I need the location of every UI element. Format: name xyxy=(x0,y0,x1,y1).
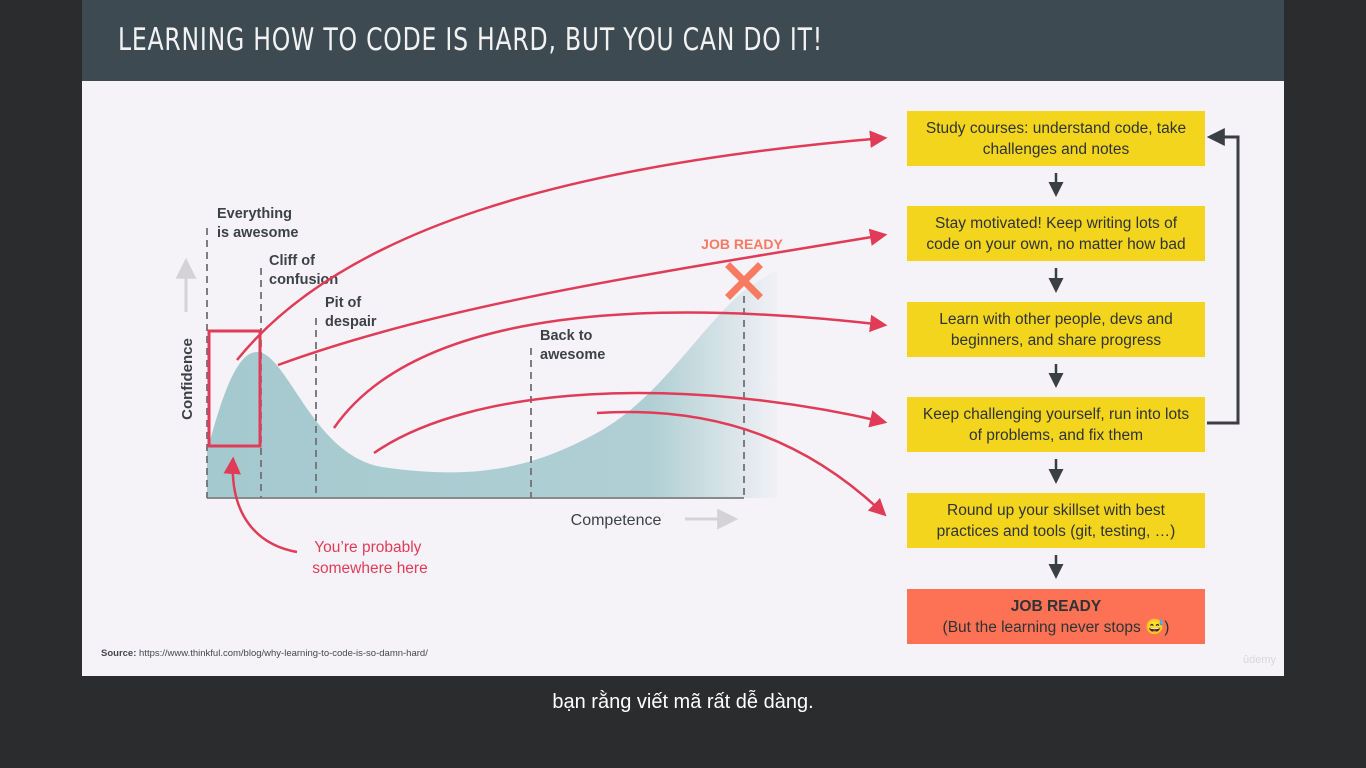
stage-text: beginners, and share progress xyxy=(950,331,1162,349)
loop-back-arrow xyxy=(1206,128,1240,425)
phase-label-everything-awesome: Everything is awesome xyxy=(217,206,298,241)
confidence-curve xyxy=(207,270,777,498)
stage-text: Study courses: understand code, take xyxy=(925,119,1187,137)
job-ready-subtitle: (But the learning never stops 😅) xyxy=(942,618,1170,636)
you-are-here-label: You’re probably somewhere here xyxy=(312,539,427,577)
stage-learn-with-others: Learn with other people, devs and beginne… xyxy=(907,302,1205,357)
phase-label-pit-of-despair: Pit of despair xyxy=(325,295,377,330)
learning-curve-diagram: Everything is awesome Cliff of confusion… xyxy=(175,128,1240,579)
stage-text: Keep challenging yourself, run into lots xyxy=(922,405,1190,423)
stage-job-ready: JOB READY (But the learning never stops … xyxy=(907,589,1205,644)
connector-arrow-challenge xyxy=(373,391,888,455)
udemy-watermark: ûdemy xyxy=(1242,654,1276,666)
phase-label-back-to-awesome: Back to awesome xyxy=(540,328,605,363)
connector-arrow-learn-with-others xyxy=(332,311,888,429)
job-ready-x-mark xyxy=(725,262,763,300)
slide-header: LEARNING HOW TO CODE IS HARD, BUT YOU CA… xyxy=(82,0,1284,81)
y-axis-label: Confidence xyxy=(179,338,196,420)
stage-study-courses: Study courses: understand code, take chal… xyxy=(907,111,1205,166)
stage-keep-challenging: Keep challenging yourself, run into lots… xyxy=(907,397,1205,452)
connector-arrow-study xyxy=(236,130,888,361)
you-are-here-highlight xyxy=(207,329,262,448)
job-ready-marker-label: JOB READY xyxy=(701,236,783,252)
source-citation: Source: https://www.thinkful.com/blog/wh… xyxy=(101,648,428,659)
phase-label-cliff-of-confusion: Cliff of confusion xyxy=(269,253,338,288)
connector-arrow-motivated xyxy=(277,228,888,367)
stage-round-up-skillset: Round up your skillset with best practice… xyxy=(907,493,1205,548)
source-label: Source: xyxy=(101,648,137,659)
stage-stay-motivated: Stay motivated! Keep writing lots of code… xyxy=(907,206,1205,261)
x-axis-label: Competence xyxy=(571,512,662,529)
connector-arrow-round-up xyxy=(596,410,887,517)
job-ready-title: JOB READY xyxy=(1010,597,1102,615)
stage-text: practices and tools (git, testing, …) xyxy=(936,522,1176,540)
stage-text: Round up your skillset with best xyxy=(947,501,1165,519)
stage-text: code on your own, no matter how bad xyxy=(926,235,1186,253)
stage-text: of problems, and fix them xyxy=(968,426,1144,444)
video-caption: bạn rằng viết mã rất dễ dàng. xyxy=(552,691,814,713)
stage-text: Stay motivated! Keep writing lots of xyxy=(934,214,1178,232)
stage-text: challenges and notes xyxy=(982,140,1130,158)
you-are-here-arrow xyxy=(223,456,298,554)
source-url: https://www.thinkful.com/blog/why-learni… xyxy=(139,648,428,659)
slide: LEARNING HOW TO CODE IS HARD, BUT YOU CA… xyxy=(82,0,1284,676)
slide-title: LEARNING HOW TO CODE IS HARD, BUT YOU CA… xyxy=(118,22,823,58)
stage-text: Learn with other people, devs and xyxy=(939,310,1173,328)
